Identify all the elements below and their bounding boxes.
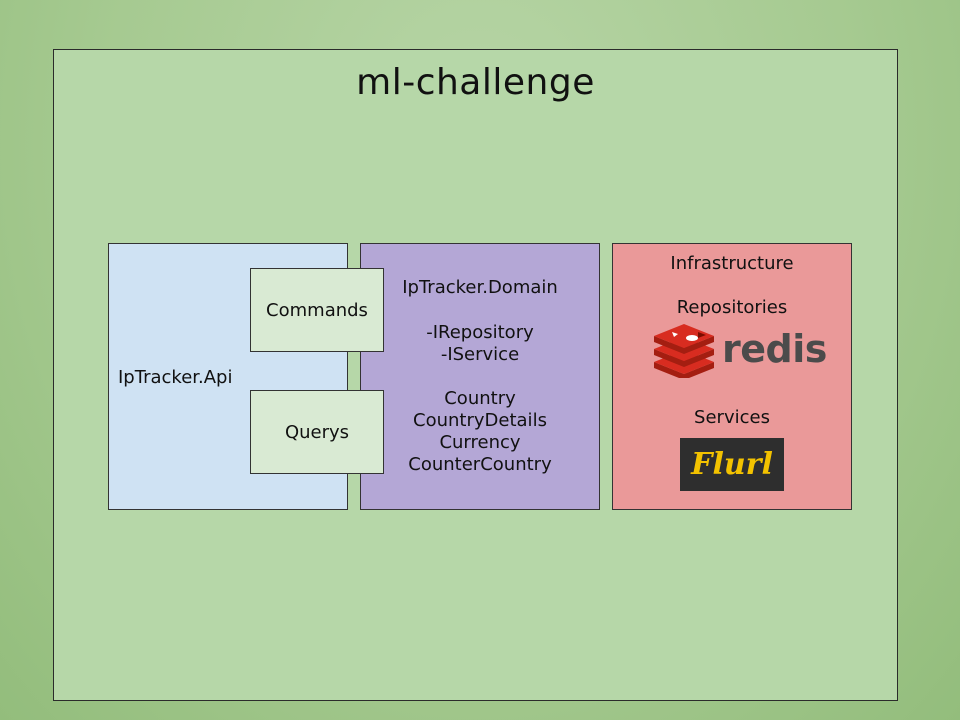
domain-entity-1: Country <box>444 388 516 409</box>
domain-title: IpTracker.Domain <box>402 277 558 298</box>
domain-entity-4: CounterCountry <box>408 454 552 475</box>
diagram-title: ml-challenge <box>356 62 595 103</box>
domain-entity-3: Currency <box>439 432 521 453</box>
domain-interface-2: -IService <box>440 344 520 365</box>
redis-logo-text: redis <box>722 327 827 371</box>
querys-label: Querys <box>284 421 350 443</box>
infrastructure-title: Infrastructure <box>670 253 794 274</box>
commands-box: Commands <box>250 268 384 352</box>
domain-interface-1: -IRepository <box>426 322 534 343</box>
services-label: Services <box>694 407 770 428</box>
api-label: IpTracker.Api <box>118 367 233 388</box>
domain-entity-2: CountryDetails <box>413 410 547 431</box>
repositories-label: Repositories <box>676 297 788 318</box>
domain-box <box>360 243 600 510</box>
flurl-logo: Flurl <box>680 438 784 491</box>
redis-icon <box>654 324 714 378</box>
querys-box: Querys <box>250 390 384 474</box>
flurl-logo-text: Flurl <box>691 447 773 482</box>
commands-label: Commands <box>266 299 368 321</box>
